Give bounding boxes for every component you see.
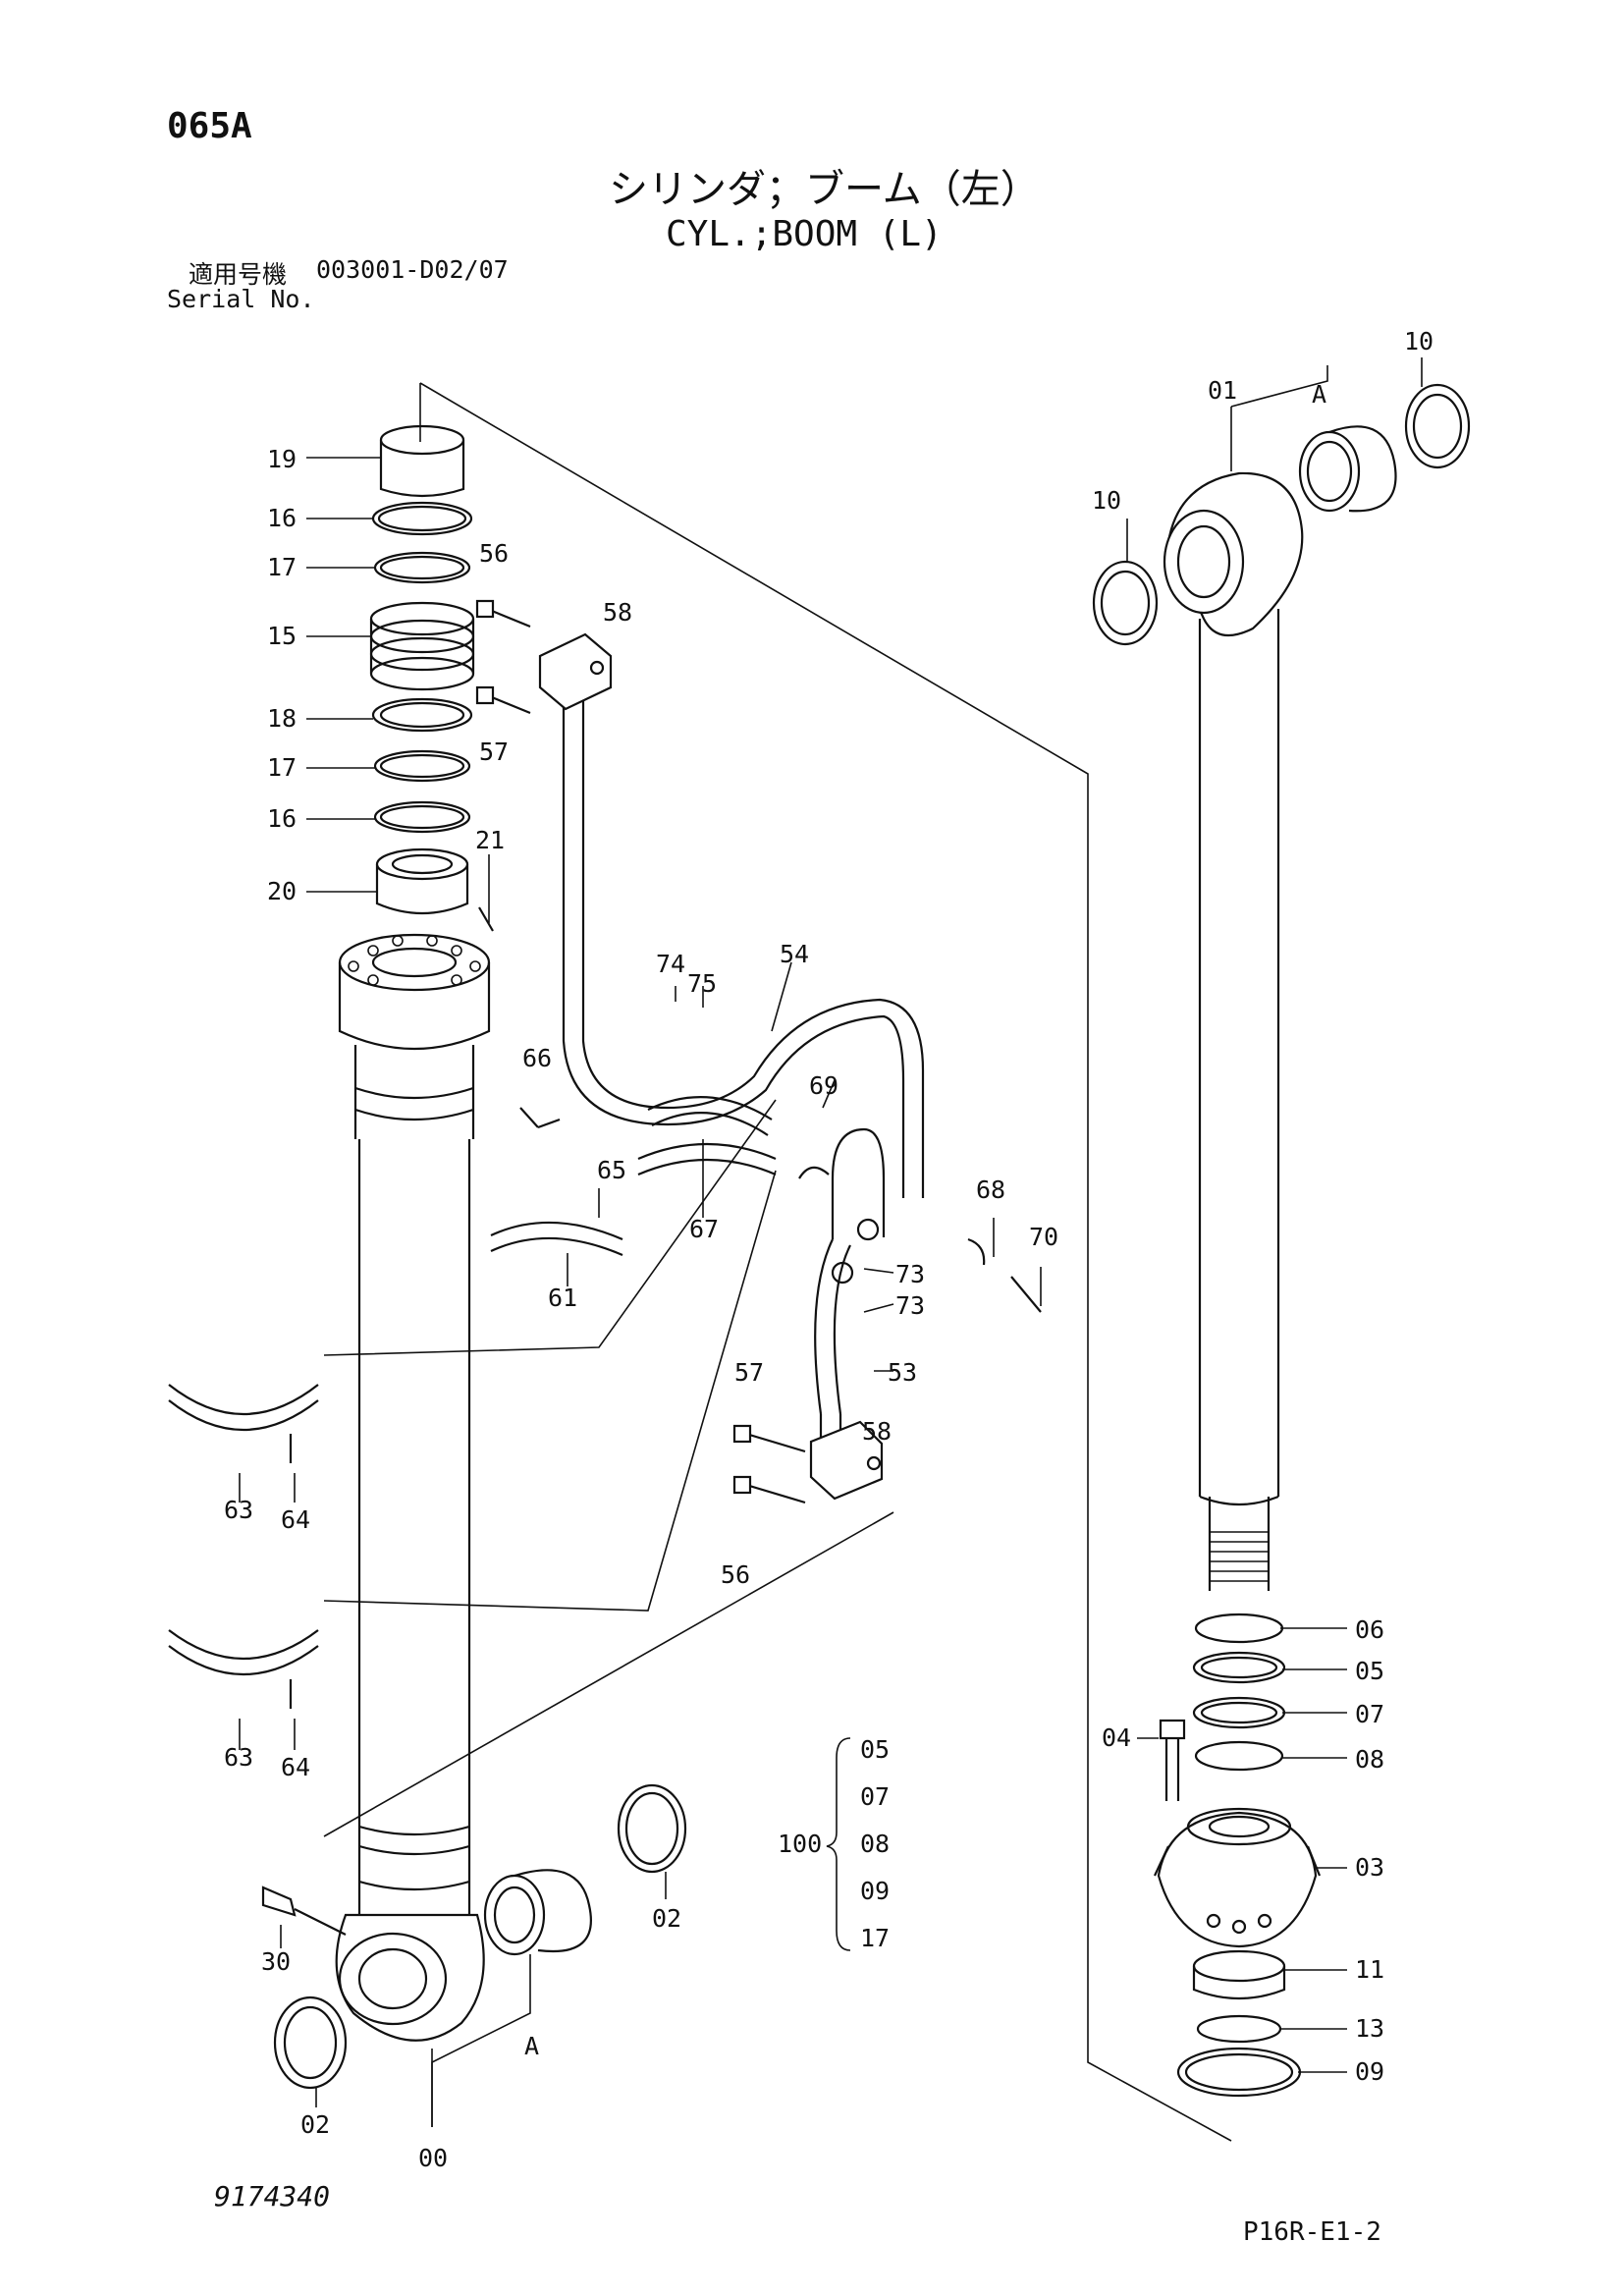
callout-16: 16 xyxy=(267,804,297,833)
leader-lines-left xyxy=(306,457,490,923)
callout-16: 16 xyxy=(267,504,297,532)
kit-item: 05 xyxy=(860,1735,890,1764)
callout-00: 00 xyxy=(418,2144,448,2172)
title-english: CYL.;BOOM (L) xyxy=(666,214,943,254)
callout-02: 02 xyxy=(652,1904,681,1933)
callout-02: 02 xyxy=(300,2110,330,2139)
flange-mid xyxy=(732,1420,884,1504)
callout-56: 56 xyxy=(721,1560,750,1589)
callout-a: A xyxy=(524,2032,539,2060)
callout-61: 61 xyxy=(548,1284,577,1312)
gland-stack xyxy=(369,424,494,932)
callout-56: 56 xyxy=(479,539,509,568)
callout-66: 66 xyxy=(522,1044,552,1072)
kit-item: 07 xyxy=(860,1782,890,1811)
callout-73: 73 xyxy=(895,1260,925,1288)
piston-rod xyxy=(1154,471,1322,2098)
callout-15: 15 xyxy=(267,622,297,650)
kit-item: 08 xyxy=(860,1830,890,1858)
callout-09: 09 xyxy=(1355,2057,1384,2086)
kit-item: 09 xyxy=(860,1877,890,1905)
bushing-a-right xyxy=(1092,357,1471,646)
callout-53: 53 xyxy=(888,1358,917,1387)
callout-68: 68 xyxy=(976,1175,1005,1204)
pipe-54 xyxy=(562,670,925,1198)
callout-57: 57 xyxy=(479,738,509,766)
callout-07: 07 xyxy=(1355,1700,1384,1728)
callout-03: 03 xyxy=(1355,1853,1384,1882)
leader-lines-right xyxy=(1137,1627,1347,2073)
callout-17: 17 xyxy=(267,553,297,581)
callout-63: 63 xyxy=(224,1743,253,1772)
callout-10: 10 xyxy=(1404,327,1434,355)
kit-group: 100 05 07 08 09 17 xyxy=(778,1735,890,1952)
drawing-number: 9174340 xyxy=(214,2180,331,2213)
title-japanese: シリンダ；ブーム（左） xyxy=(609,167,1040,212)
callout-18: 18 xyxy=(267,704,297,733)
callout-73: 73 xyxy=(895,1291,925,1320)
flange-top xyxy=(475,599,613,715)
page-code: 065A xyxy=(167,106,252,146)
callout-64: 64 xyxy=(281,1753,310,1781)
assembly-guide-lines xyxy=(323,382,1232,2142)
callout-10: 10 xyxy=(1092,486,1121,515)
callout-21: 21 xyxy=(475,826,505,854)
callout-67: 67 xyxy=(689,1215,719,1243)
serial-label-japanese: 適用号機 xyxy=(189,260,288,289)
callout-20: 20 xyxy=(267,877,297,905)
page-reference: P16R-E1-2 xyxy=(1243,2217,1381,2247)
cylinder-tube xyxy=(261,933,491,2042)
callout-64: 64 xyxy=(281,1505,310,1534)
callout-01: 01 xyxy=(1208,376,1237,405)
callout-06: 06 xyxy=(1355,1615,1384,1644)
callout-57: 57 xyxy=(734,1358,764,1387)
callout-04: 04 xyxy=(1102,1723,1131,1752)
kit-brace xyxy=(826,1737,851,1951)
callout-05: 05 xyxy=(1355,1657,1384,1685)
callout-17: 17 xyxy=(267,753,297,782)
callout-63: 63 xyxy=(224,1496,253,1524)
leader-lines-middle xyxy=(239,961,1042,1948)
serial-label-english: Serial No. xyxy=(167,285,315,313)
callout-58: 58 xyxy=(862,1417,892,1446)
kit-label: 100 xyxy=(778,1830,822,1858)
pipe-53 xyxy=(814,1127,886,1444)
callout-30: 30 xyxy=(261,1947,291,1976)
serial-code: 003001-D02/07 xyxy=(316,255,509,284)
callout-69: 69 xyxy=(809,1071,839,1100)
callout-70: 70 xyxy=(1029,1223,1058,1251)
callout-13: 13 xyxy=(1355,2014,1384,2043)
callout-a: A xyxy=(1312,380,1326,409)
callout-74: 74 xyxy=(656,950,685,978)
callout-19: 19 xyxy=(267,445,297,473)
callout-11: 11 xyxy=(1355,1955,1384,1984)
callout-08: 08 xyxy=(1355,1745,1384,1774)
callout-75: 75 xyxy=(687,969,717,998)
clamps xyxy=(168,1096,1042,1709)
callout-65: 65 xyxy=(597,1156,626,1184)
callout-54: 54 xyxy=(780,940,809,968)
callout-58: 58 xyxy=(603,598,632,627)
bushing-a-left xyxy=(273,1783,687,2127)
kit-item: 17 xyxy=(860,1924,890,1952)
callout-labels: 19 16 17 15 18 17 16 20 21 56 57 58 74 7… xyxy=(224,327,1434,2172)
